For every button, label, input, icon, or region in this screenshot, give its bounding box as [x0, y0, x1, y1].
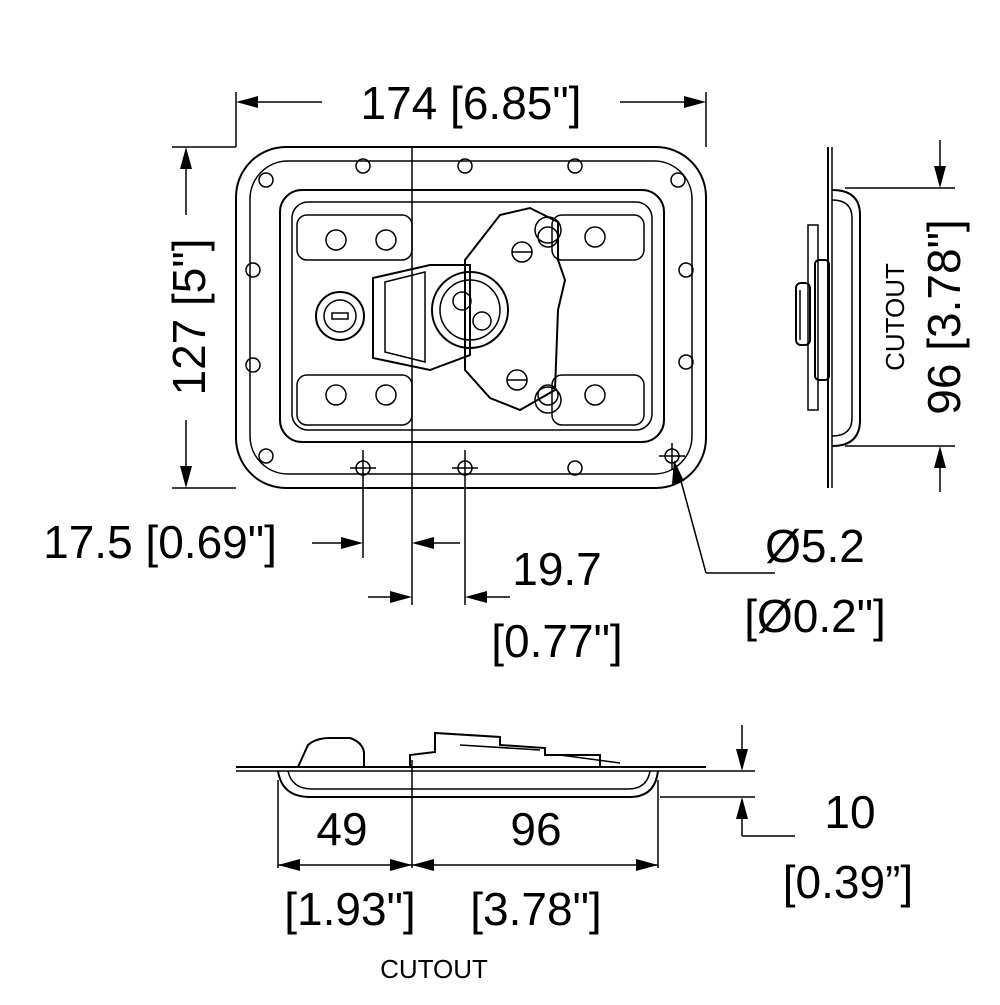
side-cutout-dimension: CUTOUT 96 [3.78"]: [845, 140, 970, 492]
pad-top-left: [296, 214, 413, 261]
bottom-profile: [277, 770, 659, 798]
side-view: [795, 147, 861, 488]
hole-crosshairs: [350, 443, 685, 487]
hole-diameter-value: Ø5.2: [765, 520, 865, 572]
bottom-right-value: 96: [510, 803, 561, 855]
depth-value: 10: [824, 786, 875, 838]
bottom-cutout-label: CUTOUT: [380, 954, 488, 984]
latch-handle: [464, 206, 567, 412]
outer-flange: [235, 146, 707, 489]
hole-diameter-inch: [Ø0.2"]: [744, 590, 886, 642]
pad-top-right: [551, 214, 645, 261]
hole-spacing-value: 19.7: [512, 543, 602, 595]
pad-bottom-right: [551, 374, 645, 426]
bottom-view: [236, 731, 706, 868]
side-profile: [831, 189, 861, 447]
latch-mechanism: [315, 206, 567, 414]
hole-spacing-inch: [0.77"]: [491, 615, 622, 667]
bottom-right-inch: [3.78"]: [470, 883, 601, 935]
height-dimension: 127 [5"]: [163, 146, 236, 489]
recess-inner: [291, 201, 653, 431]
width-dimension: 174 [6.85"]: [235, 77, 707, 147]
bottom-dimensions: 49 [1.93"] 96 [3.78"] CUTOUT: [277, 780, 659, 984]
flange-inner-edge: [249, 160, 693, 475]
depth-inch: [0.39”]: [783, 856, 913, 908]
bottom-left-inch: [1.93"]: [284, 883, 415, 935]
front-view: [235, 146, 707, 605]
hole-offset-dimension: 17.5 [0.69"]: [43, 487, 460, 568]
bottom-left-value: 49: [316, 803, 367, 855]
hole-offset-label: 17.5 [0.69"]: [43, 516, 277, 568]
side-cutout-value: 96 [3.78"]: [918, 219, 970, 414]
latch-profile: [409, 731, 601, 767]
height-label: 127 [5"]: [163, 238, 215, 395]
hole-diameter-dimension: Ø5.2 [Ø0.2"]: [672, 460, 886, 642]
side-cutout-label: CUTOUT: [880, 263, 910, 371]
lock-cylinder-profile: [297, 737, 365, 768]
width-label: 174 [6.85"]: [361, 77, 582, 129]
key-lock: [315, 291, 365, 341]
recess-outer: [279, 189, 665, 443]
hole-spacing-dimension: 19.7 [0.77"]: [368, 487, 623, 667]
depth-dimension: 10 [0.39”]: [660, 725, 913, 908]
latch-plate: [372, 264, 471, 372]
